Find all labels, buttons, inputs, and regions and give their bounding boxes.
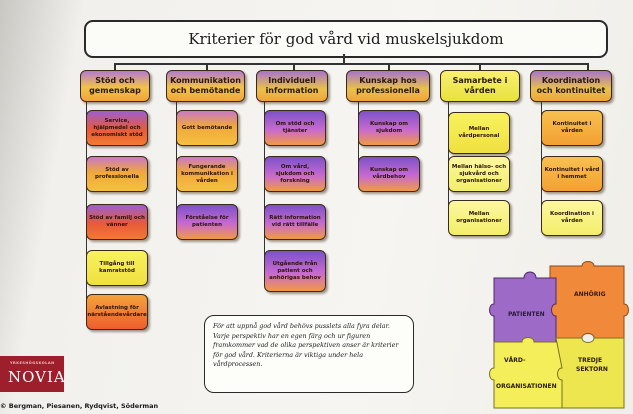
connector-col2 xyxy=(206,63,208,73)
item-stod-av-professionella: Stöd av professionella xyxy=(86,156,148,192)
puzzle-label-anhorig: ANHÖRIG xyxy=(574,291,606,298)
connector-col1 xyxy=(114,63,116,73)
item-kunskap-om-vardbehov: Kunskap om vårdbehov xyxy=(358,156,420,192)
connector-trunk xyxy=(343,54,345,64)
diagram-title: Kriterier för god vård vid muskelsjukdom xyxy=(188,30,504,48)
item-om-stod-och-tjanster: Om stöd och tjänster xyxy=(264,110,326,146)
item-kontinuitet-i-varden: Kontinuitet i vården xyxy=(541,110,603,146)
item-fungerande-kommunikation: Fungerande kommunikation i vården xyxy=(176,156,238,192)
puzzle-label-vard: VÅRD- xyxy=(504,357,526,364)
connector-col3 xyxy=(293,63,295,73)
header-koordination-och-kontinuitet: Koordination och kontinuitet xyxy=(530,70,612,102)
item-om-vard-sjukdom: Om vård, sjukdom och forskning xyxy=(264,156,326,192)
connector-bus xyxy=(114,63,588,65)
header-kunskap-hos-professionella: Kunskap hos professionella xyxy=(346,70,430,102)
item-service-hjalpmedel: Service, hjälpmedel och ekonomiskt stöd xyxy=(86,110,148,146)
header-stod-och-gemenskap: Stöd och gemenskap xyxy=(80,70,150,102)
item-ratt-information: Rätt information vid rätt tillfälle xyxy=(264,204,326,240)
novia-logo xyxy=(0,356,64,392)
item-forstaelse-for-patienten: Förståelse för patienten xyxy=(176,204,238,240)
puzzle-label-sektorn: SEKTORN xyxy=(576,366,608,373)
puzzle-piece-anhorig xyxy=(545,261,629,339)
puzzle-label-organisationen: ORGANISATIONEN xyxy=(496,383,557,390)
puzzle-piece-patienten xyxy=(489,271,557,347)
header-samarbete-i-varden: Samarbete i vården xyxy=(440,70,520,102)
item-tillgang-kamratstod: Tillgång till kamratstöd xyxy=(86,250,148,286)
puzzle-piece-vardorganisationen xyxy=(489,337,567,409)
item-mellan-organisationer: Mellan organisationer xyxy=(448,200,510,236)
logo-name: NOVIA xyxy=(8,368,66,386)
item-koordination-i-varden: Koordination i vården xyxy=(541,200,603,236)
title-box: Kriterier för god vård vid muskelsjukdom xyxy=(84,20,608,58)
item-utgaende-fran-patient: Utgående från patient och anhörigas beho… xyxy=(264,250,326,292)
item-kontinuitet-i-hemmet: Kontinuitet i vård i hemmet xyxy=(541,156,603,192)
item-stod-av-familj: Stöd av familj och vänner xyxy=(86,204,148,240)
explanation-note: För att uppnå god vård behövs pusslets a… xyxy=(204,315,414,393)
header-kommunikation: Kommunikation och bemötande xyxy=(166,70,245,102)
puzzle-label-patienten: PATIENTEN xyxy=(508,311,545,318)
connector-col4 xyxy=(388,63,390,73)
puzzle-label-tredje: TREDJE xyxy=(578,357,602,364)
item-gott-bemotande: Gott bemötande xyxy=(176,110,238,146)
logo-subtitle: YRKESHÖGSKOLAN xyxy=(10,361,55,365)
item-mellan-halso-och-sjukvard: Mellan hälso- och sjukvård och organisat… xyxy=(448,156,510,192)
connector-col6 xyxy=(587,63,589,73)
header-individuell-information: Individuell information xyxy=(256,70,328,102)
item-mellan-vardpersonal: Mellan vårdpersonal xyxy=(448,112,510,154)
item-kunskap-om-sjukdom: Kunskap om sjukdom xyxy=(358,110,420,146)
credit-text: © Bergman, Piesanen, Rydqvist, Söderman xyxy=(0,402,159,410)
item-avlastning: Avlastning för närståendevårdare xyxy=(86,294,148,330)
puzzle-piece-tredje-sektorn xyxy=(555,337,625,409)
connector-col5 xyxy=(479,63,481,73)
puzzle-graphic: PATIENTEN ANHÖRIG VÅRD- ORGANISATIONEN T… xyxy=(489,261,629,409)
